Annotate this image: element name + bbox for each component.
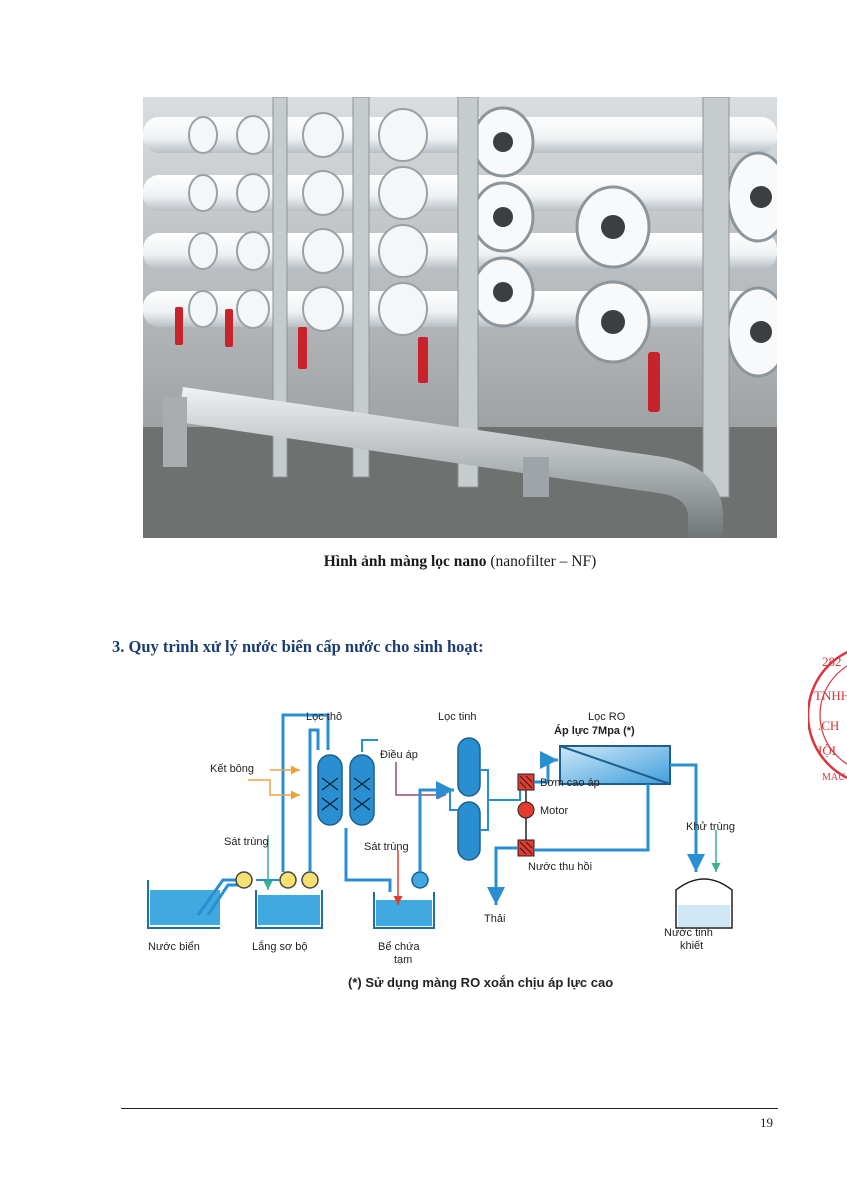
label-nuoc-thu-hoi: Nước thu hồi: [528, 861, 592, 873]
label-nuoc-bien: Nước biển: [148, 941, 200, 953]
storage-tank: [373, 892, 435, 929]
svg-text:.CH: .CH: [818, 718, 839, 733]
svg-text:TNHH: TNHH: [814, 688, 847, 703]
footer-rule: [121, 1108, 778, 1109]
svg-text:IỘI: IỘI: [818, 743, 836, 758]
label-dieu-ap: Điều áp: [380, 749, 418, 761]
company-seal: 282 TNHH .CH IỘI MAU: [808, 650, 847, 783]
section-heading: 3. Quy trình xử lý nước biển cấp nước ch…: [112, 637, 484, 656]
coarse-filter: [317, 754, 375, 826]
label-thai: Thải: [484, 913, 505, 925]
label-lang-so-bo: Lắng sơ bộ: [252, 940, 308, 953]
ro-membrane-unit: [559, 745, 671, 785]
label-be-chua: Bể chứa: [378, 941, 420, 953]
fine-filter: [457, 737, 481, 861]
page-number: 19: [760, 1115, 773, 1130]
pump-icon: [235, 871, 253, 889]
label-nuoc-tinh: Nước tinh: [664, 927, 713, 939]
label-sat-trung-2: Sát trùng: [364, 841, 409, 853]
label-loc-tho: Lọc thô: [306, 711, 342, 723]
caption-rest: (nanofilter – NF): [486, 553, 597, 570]
label-motor: Motor: [540, 805, 568, 817]
label-khu-trung: Khử trùng: [686, 821, 735, 833]
diagram-footnote: (*) Sử dụng màng RO xoắn chịu áp lực cao: [348, 975, 613, 990]
svg-text:282: 282: [822, 654, 842, 669]
ro-membrane-photo: [143, 97, 777, 538]
pump-icon: [411, 871, 429, 889]
label-tam: tạm: [394, 954, 412, 966]
photo-caption: Hình ảnh màng lọc nano (nanofilter – NF): [143, 553, 777, 571]
label-sat-trung-1: Sát trùng: [224, 836, 269, 848]
caption-bold: Hình ảnh màng lọc nano: [323, 553, 487, 570]
pump-icon: [279, 871, 297, 889]
clean-water-tank: [675, 878, 733, 929]
settling-tank: [255, 890, 323, 929]
label-ket-bong: Kết bông: [210, 763, 254, 775]
label-loc-tinh: Lọc tinh: [438, 711, 477, 723]
label-bom-cao-ap: Bơm cao áp: [540, 777, 600, 789]
svg-text:MAU: MAU: [822, 772, 846, 783]
pump-icon: [301, 871, 319, 889]
label-loc-ro: Lọc RO: [588, 711, 626, 723]
seawater-treatment-diagram: Lọc thô Lọc tinh Lọc RO Áp lực 7Mpa (*) …: [147, 711, 735, 990]
seawater-tank: [147, 880, 220, 929]
motor-icon: [517, 801, 535, 819]
label-khiet: khiết: [680, 940, 703, 952]
label-ap-luc: Áp lực 7Mpa (*): [554, 724, 635, 737]
